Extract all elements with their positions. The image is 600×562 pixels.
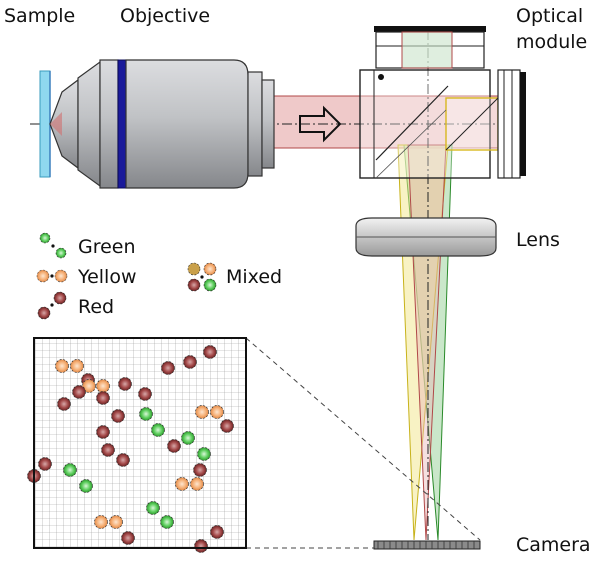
lens-label: Lens — [516, 229, 560, 251]
sample-particle — [79, 479, 93, 493]
sample-particle — [109, 515, 123, 529]
sample-particle — [203, 345, 217, 359]
sample-particle — [183, 355, 197, 369]
sample-particle — [121, 531, 135, 545]
camera-sensor — [373, 540, 481, 550]
sample-particles — [27, 345, 234, 553]
sample-particle — [139, 407, 153, 421]
sample-particle — [160, 515, 174, 529]
sample-field — [27, 337, 247, 553]
camera-label: Camera — [516, 534, 591, 556]
sample-slide — [39, 70, 51, 178]
objective-lens — [49, 59, 275, 189]
legend-yellow-marker — [36, 269, 68, 283]
sample-label: Sample — [4, 5, 75, 27]
legend: Green Yellow Red Mixed — [36, 232, 282, 320]
sample-particle — [96, 391, 110, 405]
sample-particle — [57, 397, 71, 411]
optical-module-label-line1: Optical — [516, 5, 583, 27]
sample-particle — [146, 501, 160, 515]
sample-particle — [96, 379, 110, 393]
optical-module — [359, 26, 526, 179]
sample-particle — [96, 425, 110, 439]
sample-particle — [118, 377, 132, 391]
zoom-line-top — [245, 337, 481, 541]
sample-particle — [63, 463, 77, 477]
sample-particle — [70, 359, 84, 373]
sample-particle — [197, 447, 211, 461]
arrow-right-icon — [299, 105, 342, 143]
sample-particle — [167, 439, 181, 453]
sample-particle — [193, 463, 207, 477]
legend-yellow-label: Yellow — [77, 266, 137, 288]
legend-red-label: Red — [78, 296, 114, 318]
legend-mixed-marker — [187, 262, 217, 292]
sample-particle — [175, 477, 189, 491]
sample-particle — [195, 405, 209, 419]
legend-green-marker — [39, 232, 67, 259]
legend-green-label: Green — [78, 236, 136, 258]
sample-particle — [94, 515, 108, 529]
objective-label: Objective — [120, 5, 210, 27]
sample-particle — [138, 387, 152, 401]
sample-particle — [111, 409, 125, 423]
sample-particle — [55, 359, 69, 373]
sample-particle — [190, 477, 204, 491]
sample-particle — [194, 539, 208, 553]
legend-mixed-label: Mixed — [226, 266, 282, 288]
legend-red-marker — [37, 291, 67, 320]
tube-lens — [355, 217, 497, 257]
sample-particle — [220, 419, 234, 433]
sample-particle — [181, 431, 195, 445]
sample-particle — [82, 379, 96, 393]
sample-particle — [210, 525, 224, 539]
sample-particle — [38, 457, 52, 471]
sample-particle — [116, 453, 130, 467]
sample-particle — [210, 405, 224, 419]
sample-particle — [161, 361, 175, 375]
sample-particle — [72, 385, 86, 399]
optical-module-label-line2: module — [516, 31, 587, 53]
sample-particle — [151, 423, 165, 437]
sample-particle — [101, 443, 115, 457]
